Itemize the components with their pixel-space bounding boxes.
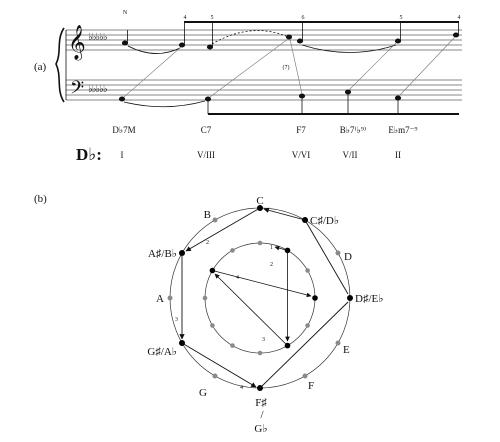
chord-label: F7 <box>296 125 306 135</box>
note-label-n: N <box>123 10 128 16</box>
tie <box>301 44 397 53</box>
treble-notes <box>121 21 460 50</box>
note-label: C♯/D♭ <box>310 215 339 227</box>
outer-dot <box>212 217 218 223</box>
roman-degree: V/VI <box>292 150 311 160</box>
note-head <box>285 34 293 40</box>
section-a-label: (a) <box>34 61 47 73</box>
outer-dot <box>167 295 173 301</box>
inner-circle <box>204 242 316 354</box>
note-head <box>298 93 306 99</box>
note-label: C <box>256 195 263 207</box>
voice-leading-lines <box>123 36 456 98</box>
note-label: A♯/B♭ <box>148 248 177 260</box>
note-head <box>452 32 460 38</box>
note-label: D♯/E♭ <box>355 293 383 305</box>
note-label: E <box>343 344 350 356</box>
note-label: G♭ <box>254 423 267 435</box>
finger-number: 4 <box>184 15 187 21</box>
note-head <box>118 96 126 102</box>
step-label: 2 <box>206 240 209 246</box>
note-head <box>394 95 402 101</box>
bass-key-signature: ♭♭♭♭♭ <box>88 84 108 95</box>
note-label: D <box>344 251 352 263</box>
inner-dots <box>202 240 318 356</box>
roman-degree: I <box>121 150 124 160</box>
outer-arrows <box>179 207 349 389</box>
bass-notes <box>118 89 459 115</box>
note-label: G♯/A♭ <box>147 346 177 358</box>
note-head <box>206 44 214 50</box>
chord-label: C7 <box>201 125 212 135</box>
note-label: F <box>308 380 314 392</box>
tie <box>123 100 206 108</box>
section-b-label: (b) <box>34 193 47 205</box>
chord-label: E♭m7⁻⁹ <box>388 125 417 135</box>
roman-degree: II <box>395 150 401 160</box>
finger-number: 6 <box>302 15 305 21</box>
step-label: 4 <box>240 385 243 391</box>
note-head <box>344 89 352 95</box>
bass-staff <box>66 79 462 101</box>
note-label: A <box>156 293 164 305</box>
bass-clef: 𝄢 <box>70 77 84 102</box>
step-label: 2 <box>270 262 273 268</box>
treble-staff <box>66 29 462 51</box>
note-head <box>121 40 129 46</box>
outer-circle <box>169 207 351 389</box>
note-head <box>178 42 186 48</box>
note-label: F♯ <box>255 397 267 409</box>
step-label: 3 <box>175 317 178 323</box>
paren-seven: (7) <box>283 64 290 71</box>
tie <box>127 45 181 54</box>
finger-number: 5 <box>211 15 214 21</box>
note-label-slash: / <box>260 409 264 421</box>
outer-dots <box>167 205 353 391</box>
key-label: D♭: <box>76 145 102 164</box>
note-head <box>394 38 402 44</box>
outer-dot <box>335 340 341 346</box>
outer-dot <box>335 250 341 256</box>
note-head <box>296 38 304 44</box>
note-label: G <box>199 387 207 399</box>
roman-degree: V/III <box>197 150 215 160</box>
roman-degree: V/II <box>343 150 358 160</box>
grand-staff-brace <box>55 27 65 103</box>
outer-dot <box>212 373 218 379</box>
step-label: 1 <box>270 245 273 251</box>
step-label: 4 <box>236 275 239 281</box>
step-label: 3 <box>262 337 265 343</box>
outer-dot <box>347 295 353 301</box>
finger-number: 4 <box>458 15 461 21</box>
note-label: B <box>204 209 211 221</box>
finger-number: 5 <box>400 15 403 21</box>
chord-label: B♭7⁽♭⁹⁾ <box>340 125 367 135</box>
tie-dashed <box>211 30 287 45</box>
outer-dot <box>302 373 308 379</box>
note-head <box>204 96 212 102</box>
treble-key-signature: ♭♭♭♭♭ <box>88 32 108 43</box>
chord-label: D♭7M <box>112 125 135 135</box>
treble-clef: 𝄞 <box>68 25 86 61</box>
inner-arrows <box>212 245 312 346</box>
